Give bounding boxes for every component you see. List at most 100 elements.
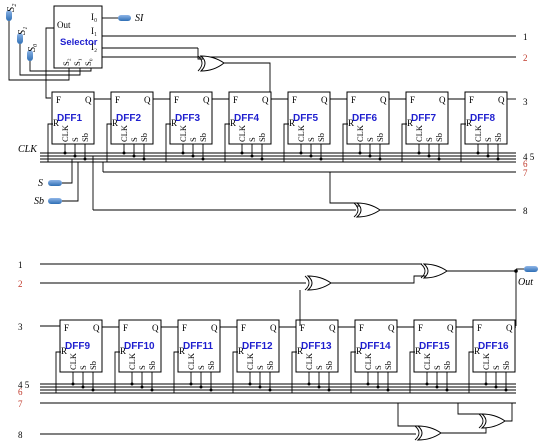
dff-name: DFF5	[293, 113, 318, 124]
dff-r-pin: R	[238, 346, 244, 356]
dff-clk-pin: CLK	[473, 124, 483, 142]
dff-f-pin: F	[469, 95, 474, 105]
dff-q-pin: Q	[203, 95, 210, 105]
dff-clk-pin: CLK	[481, 352, 491, 370]
dff-q-pin: Q	[270, 323, 277, 333]
dff-name: DFF16	[478, 341, 509, 352]
dff-q-pin: Q	[447, 323, 454, 333]
s2-signal-label: S₂	[6, 3, 17, 12]
port-3-left: 3	[18, 322, 23, 332]
dff-q-pin: Q	[262, 95, 269, 105]
clk-label: CLK	[18, 144, 38, 155]
dff-q-pin: Q	[93, 323, 100, 333]
selector-out-label: Out	[57, 20, 71, 30]
dff-sb-pin: Sb	[442, 361, 452, 370]
dff-clk-pin: CLK	[304, 352, 314, 370]
dff-r-pin: R	[53, 118, 59, 128]
dff-q-pin: Q	[144, 95, 151, 105]
dff-r-pin: R	[171, 118, 177, 128]
s0-signal-label: S₀	[27, 43, 38, 52]
xor-gate-row1	[329, 172, 516, 218]
dff-f-pin: F	[182, 323, 187, 333]
port-2-right: 2	[523, 53, 528, 63]
row1-ports: 1 2 3 4 5 6 7 8	[523, 32, 535, 216]
dff-f-pin: F	[477, 323, 482, 333]
dff-r-pin: R	[120, 346, 126, 356]
dff-clk-pin: CLK	[245, 352, 255, 370]
dff-sb-pin: Sb	[316, 133, 326, 142]
dff-r-pin: R	[356, 346, 362, 356]
dff-sb-pin: Sb	[206, 361, 216, 370]
si-label: SI	[135, 13, 144, 24]
port-8-left: 8	[18, 430, 23, 440]
dff-s-pin: S	[424, 137, 434, 142]
selector-block: Out Selector I₀ I₁ I₂ S₂ S₁ S₀	[53, 5, 103, 69]
dff-name: DFF10	[124, 341, 155, 352]
selector-s1-pin: S₁	[72, 58, 82, 66]
dff-clk-pin: CLK	[178, 124, 188, 142]
port-1-left: 1	[18, 260, 23, 270]
dff-q-pin: Q	[506, 323, 513, 333]
xor-gate-top	[197, 48, 271, 100]
out-label: Out	[518, 277, 533, 288]
out-connector-icon	[524, 266, 538, 272]
dff-clk-pin: CLK	[237, 124, 247, 142]
si-input: SI	[102, 13, 144, 24]
dff-f-pin: F	[233, 95, 238, 105]
dff-r-pin: R	[179, 346, 185, 356]
dff-name: DFF6	[352, 113, 377, 124]
port-2-left: 2	[18, 279, 23, 289]
dff-f-pin: F	[56, 95, 61, 105]
dff-name: DFF11	[183, 341, 213, 352]
dff-name: DFF14	[360, 341, 391, 352]
dff-sb-pin: Sb	[147, 361, 157, 370]
port-45-right: 4 5	[523, 152, 535, 162]
dff-sb-pin: Sb	[383, 361, 393, 370]
dff-q-pin: Q	[380, 95, 387, 105]
dff-q-pin: Q	[329, 323, 336, 333]
dff-clk-pin: CLK	[363, 352, 373, 370]
dff-q-pin: Q	[321, 95, 328, 105]
dff-q-pin: Q	[439, 95, 446, 105]
out-output: Out	[516, 266, 538, 288]
port-45-left: 4 5	[18, 380, 30, 390]
dff-s-pin: S	[483, 137, 493, 142]
dff-sb-pin: Sb	[434, 133, 444, 142]
si-connector-icon	[118, 15, 131, 21]
dff-clk-pin: CLK	[422, 352, 432, 370]
dff-r-pin: R	[415, 346, 421, 356]
dff-name: DFF1	[57, 113, 82, 124]
dff-sb-pin: Sb	[139, 133, 149, 142]
port-1-right: 1	[523, 32, 528, 42]
dff-q-pin: Q	[211, 323, 218, 333]
dff-clk-pin: CLK	[355, 124, 365, 142]
selector-input-0: I₀	[91, 12, 97, 22]
dff-r-pin: R	[112, 118, 118, 128]
dff-f-pin: F	[115, 95, 120, 105]
row2-wiring	[40, 263, 518, 441]
dff-clk-pin: CLK	[119, 124, 129, 142]
dff-clk-pin: CLK	[127, 352, 137, 370]
selector-s2-pin: S₂	[61, 58, 71, 66]
dff-r-pin: R	[230, 118, 236, 128]
sb-connector-icon	[48, 198, 62, 204]
dff-name: DFF7	[411, 113, 436, 124]
dff-s-pin: S	[306, 137, 316, 142]
dff-name: DFF8	[470, 113, 495, 124]
dff-s-pin: S	[373, 365, 383, 370]
dff-clk-pin: CLK	[60, 124, 70, 142]
